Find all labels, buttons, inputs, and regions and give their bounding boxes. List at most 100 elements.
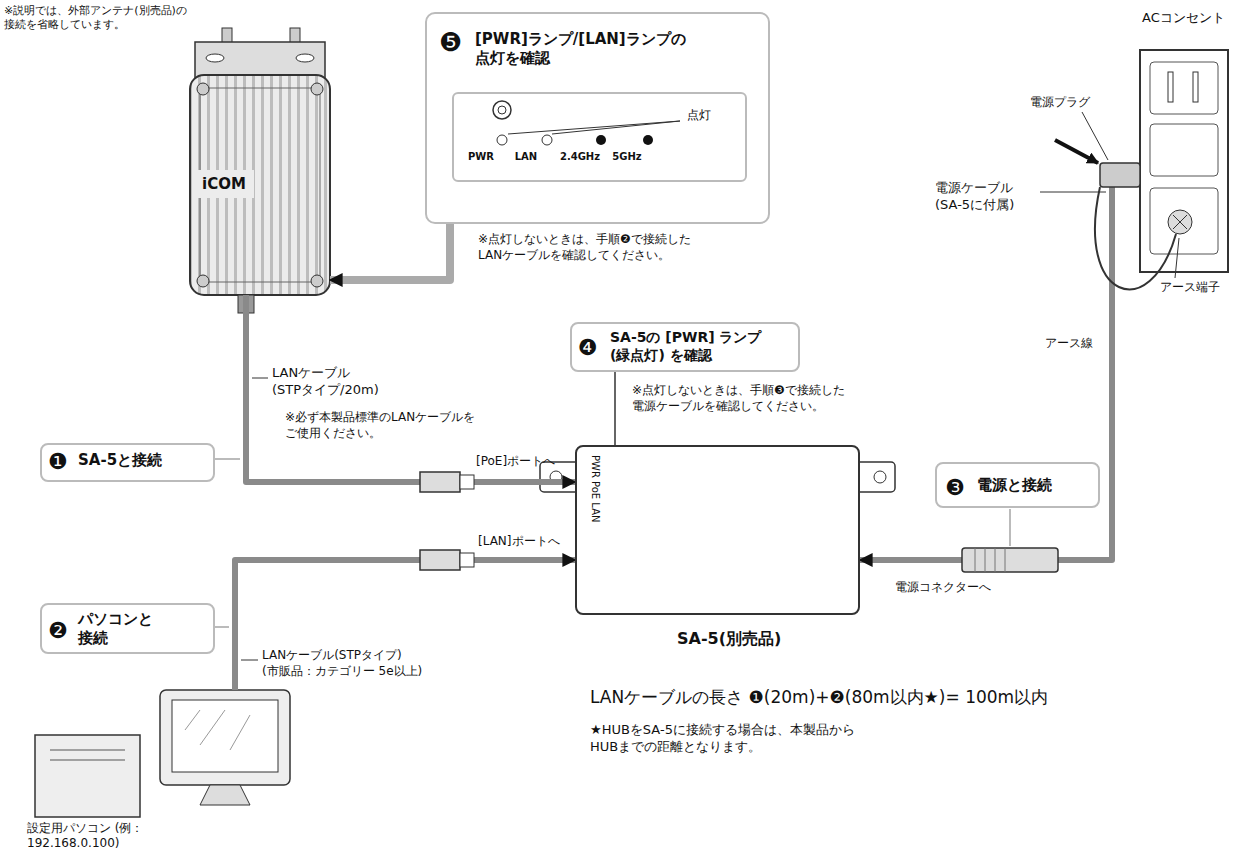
pc-illustration bbox=[50, 760, 125, 761]
node-text: PWR PoE LAN bbox=[589, 455, 602, 522]
sa5-tabs bbox=[874, 471, 886, 483]
leader-line bbox=[1082, 112, 1108, 160]
part-label: 電源コネクターへ bbox=[895, 580, 991, 596]
access-point bbox=[190, 75, 330, 295]
pc-illustration bbox=[185, 710, 250, 750]
callout-box: ❷ パソコンと 接続 bbox=[40, 603, 215, 654]
callout-number: ❸ bbox=[945, 474, 965, 502]
ac-outlet-art bbox=[1150, 188, 1218, 254]
note: ※点灯しないときは、手順❷で接続した LANケーブルを確認してください。 bbox=[478, 232, 758, 263]
lan-plug bbox=[420, 472, 460, 492]
lamp-panel-art bbox=[596, 135, 606, 145]
access-point bbox=[195, 42, 325, 78]
note: ※説明では、外部アンテナ(別売品)の 接続を省略しています。 bbox=[4, 4, 209, 33]
power-plug bbox=[1095, 187, 1176, 289]
note: ※必ず本製品標準のLANケーブルを ご使用ください。 bbox=[285, 410, 490, 441]
lamp-panel-art bbox=[643, 135, 653, 145]
node-text: パソコンと 接続 bbox=[78, 610, 178, 648]
leader-line bbox=[215, 112, 1179, 660]
lamp-panel-art bbox=[493, 101, 680, 145]
lamp-panel: 点灯PWRLAN2.4GHz5GHz bbox=[452, 92, 747, 182]
node-text: 設定用パソコン (例：192.168.0.100) bbox=[27, 821, 207, 851]
leader-line bbox=[1175, 238, 1179, 278]
access-point bbox=[311, 83, 323, 95]
callout-box: ❶ SA-5と接続 bbox=[40, 443, 215, 482]
lamp-panel-art bbox=[493, 101, 511, 119]
callout-number: ❺ bbox=[439, 26, 462, 59]
leader-line bbox=[252, 378, 268, 379]
power-connector bbox=[962, 548, 1058, 572]
part-label: アース線 bbox=[1045, 336, 1093, 352]
leader-line bbox=[614, 372, 616, 445]
lan-plug bbox=[460, 475, 474, 489]
node-text: PWR bbox=[456, 151, 506, 164]
leader-line bbox=[1055, 140, 1098, 163]
ac-outlet-art bbox=[1173, 215, 1187, 229]
leader-line bbox=[215, 458, 240, 460]
node-text: 電源と接続 bbox=[977, 476, 1052, 495]
cable-label: LANケーブル(STPタイプ) (市販品：カテゴリー 5e以上) bbox=[262, 648, 430, 679]
power-connector bbox=[975, 548, 1005, 572]
callout-box: 点灯PWRLAN2.4GHz5GHz❺[PWR]ランプ/[LAN]ランプの 点灯… bbox=[425, 12, 770, 224]
lamp-panel-art bbox=[497, 135, 507, 145]
lamp-panel-art bbox=[542, 135, 552, 145]
access-point: iCOM bbox=[190, 75, 330, 295]
ac-outlet-art bbox=[1193, 72, 1198, 102]
node-text: LAN bbox=[501, 151, 551, 164]
ac-outlet-art bbox=[1150, 62, 1218, 114]
cable-label: LANケーブル (STPタイプ/20m) bbox=[272, 365, 402, 399]
node-text: 点灯 bbox=[687, 108, 711, 123]
leader-line bbox=[215, 626, 229, 628]
leader-line bbox=[241, 660, 258, 661]
node-text: [PWR]ランプ/[LAN]ランプの 点灯を確認 bbox=[475, 30, 735, 68]
pc-illustration bbox=[35, 690, 290, 817]
access-point bbox=[200, 88, 320, 282]
access-point bbox=[296, 54, 314, 62]
lamp-panel-art bbox=[508, 121, 680, 134]
cable bbox=[235, 560, 575, 690]
node-text: 5GHz bbox=[602, 151, 652, 164]
power-plug bbox=[1095, 163, 1176, 289]
callout-number: ❷ bbox=[48, 617, 68, 645]
access-point bbox=[197, 83, 209, 95]
port-label: [PoE]ポートへ bbox=[476, 454, 555, 470]
lan-plug bbox=[420, 472, 474, 570]
node-text: iCOM bbox=[202, 175, 246, 194]
ac-outlet-art bbox=[1150, 124, 1218, 176]
pc-illustration bbox=[200, 785, 250, 805]
ac-outlet-art bbox=[1168, 72, 1173, 102]
cable bbox=[330, 224, 450, 280]
access-point bbox=[206, 54, 224, 62]
node-text: ACコンセント bbox=[1142, 10, 1225, 26]
access-point bbox=[197, 275, 209, 287]
ac-outlet-art bbox=[1168, 210, 1192, 234]
access-point bbox=[311, 275, 323, 287]
callout-number: ❶ bbox=[48, 448, 68, 476]
port-label: [LAN]ポートへ bbox=[478, 534, 560, 550]
pc-illustration bbox=[160, 690, 290, 785]
setup-pc: 設定用パソコン (例：192.168.0.100) bbox=[30, 690, 295, 818]
part-label: 電源プラグ bbox=[1030, 95, 1090, 111]
ac-outlet: ACコンセント bbox=[1140, 50, 1228, 272]
access-point bbox=[190, 28, 330, 313]
length-note: LANケーブルの長さ ❶(20m)+❷(80m以内★)= 100m以内 bbox=[590, 686, 1048, 708]
cable bbox=[860, 175, 1140, 560]
part-label: アース端子 bbox=[1160, 280, 1220, 296]
leader-line bbox=[1009, 509, 1011, 546]
node-text: SA-5の [PWR] ランプ (緑点灯) を確認 bbox=[610, 329, 790, 364]
node-text: SA-5(別売品) bbox=[677, 629, 781, 649]
pc-illustration bbox=[50, 750, 125, 751]
leader-line bbox=[1040, 192, 1106, 193]
node-text: SA-5と接続 bbox=[78, 451, 162, 470]
pc-illustration bbox=[35, 735, 140, 817]
sa5-injector: PWR PoE LANSA-5(別売品) bbox=[575, 445, 860, 615]
callout-box: ❹SA-5の [PWR] ランプ (緑点灯) を確認 bbox=[570, 322, 800, 372]
power-connector bbox=[962, 548, 1058, 572]
lan-plug bbox=[420, 550, 460, 570]
lamp-panel-art bbox=[498, 106, 506, 114]
lamp-panel-art bbox=[552, 121, 680, 134]
note: ★HUBをSA-5に接続する場合は、本製品から HUBまでの距離となります。 bbox=[590, 722, 900, 756]
cable-label: 電源ケーブル (SA-5に付属) bbox=[935, 180, 1035, 214]
cable bbox=[246, 295, 575, 482]
ac-outlet-art bbox=[1140, 50, 1228, 272]
